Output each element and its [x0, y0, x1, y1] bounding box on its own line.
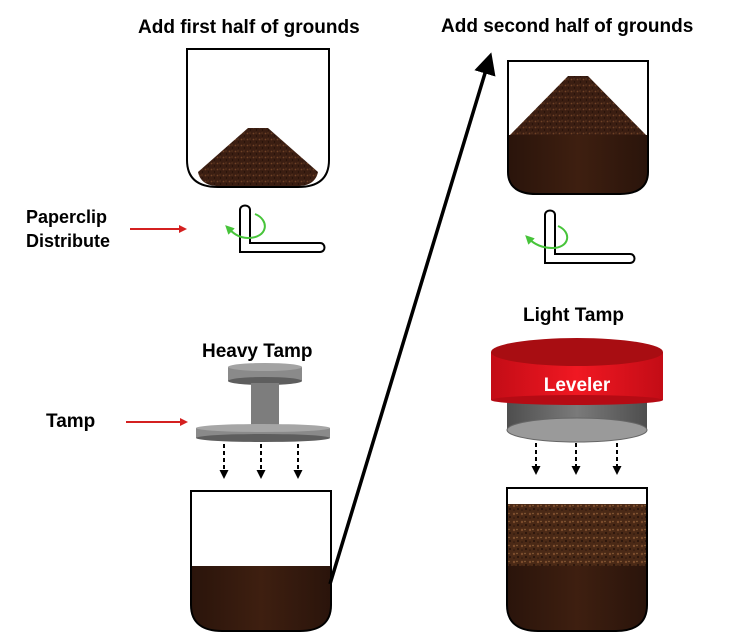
- press-arrows-light: [531, 443, 622, 475]
- basket-tamped: [190, 490, 332, 632]
- paperclip-distribute-label: Paperclip Distribute: [26, 205, 110, 253]
- leveler-tool: [491, 338, 663, 443]
- next-step-arrow: [328, 52, 496, 585]
- basket-outline-tamped: [190, 490, 332, 632]
- tamp-label: Tamp: [46, 411, 96, 432]
- coffee-puck-tamped: [191, 566, 331, 631]
- step-title-second-half: Add second half of grounds: [441, 16, 694, 37]
- rotate-arrow-icon: [225, 213, 266, 240]
- paperclip-label: Paperclip: [26, 207, 108, 227]
- paperclip-icon-second: [525, 209, 636, 264]
- coffee-mound-second: [510, 76, 646, 135]
- leveler-label: Leveler: [544, 375, 611, 396]
- press-arrows-heavy: [219, 444, 303, 479]
- basket-outline-second: [507, 60, 649, 195]
- basket-light-tamped: [506, 487, 648, 632]
- coffee-layer-packed: [508, 135, 648, 194]
- basket-outline-first: [186, 48, 330, 188]
- basket-outline-light: [506, 487, 648, 632]
- rotate-arrow-icon-second: [525, 225, 568, 250]
- coffee-lower-layer: [507, 566, 647, 631]
- step-title-first-half: Add first half of grounds: [138, 17, 360, 38]
- basket-first-half: [186, 48, 330, 188]
- coffee-upper-layer: [507, 504, 647, 566]
- heavy-tamp-label: Heavy Tamp: [202, 341, 313, 362]
- heavy-tamper: [196, 363, 330, 442]
- light-tamp-label: Light Tamp: [523, 305, 624, 326]
- basket-second-half: [507, 60, 649, 195]
- coffee-mound-first: [198, 128, 318, 186]
- distribute-label: Distribute: [26, 231, 111, 251]
- paperclip-icon: [225, 204, 326, 253]
